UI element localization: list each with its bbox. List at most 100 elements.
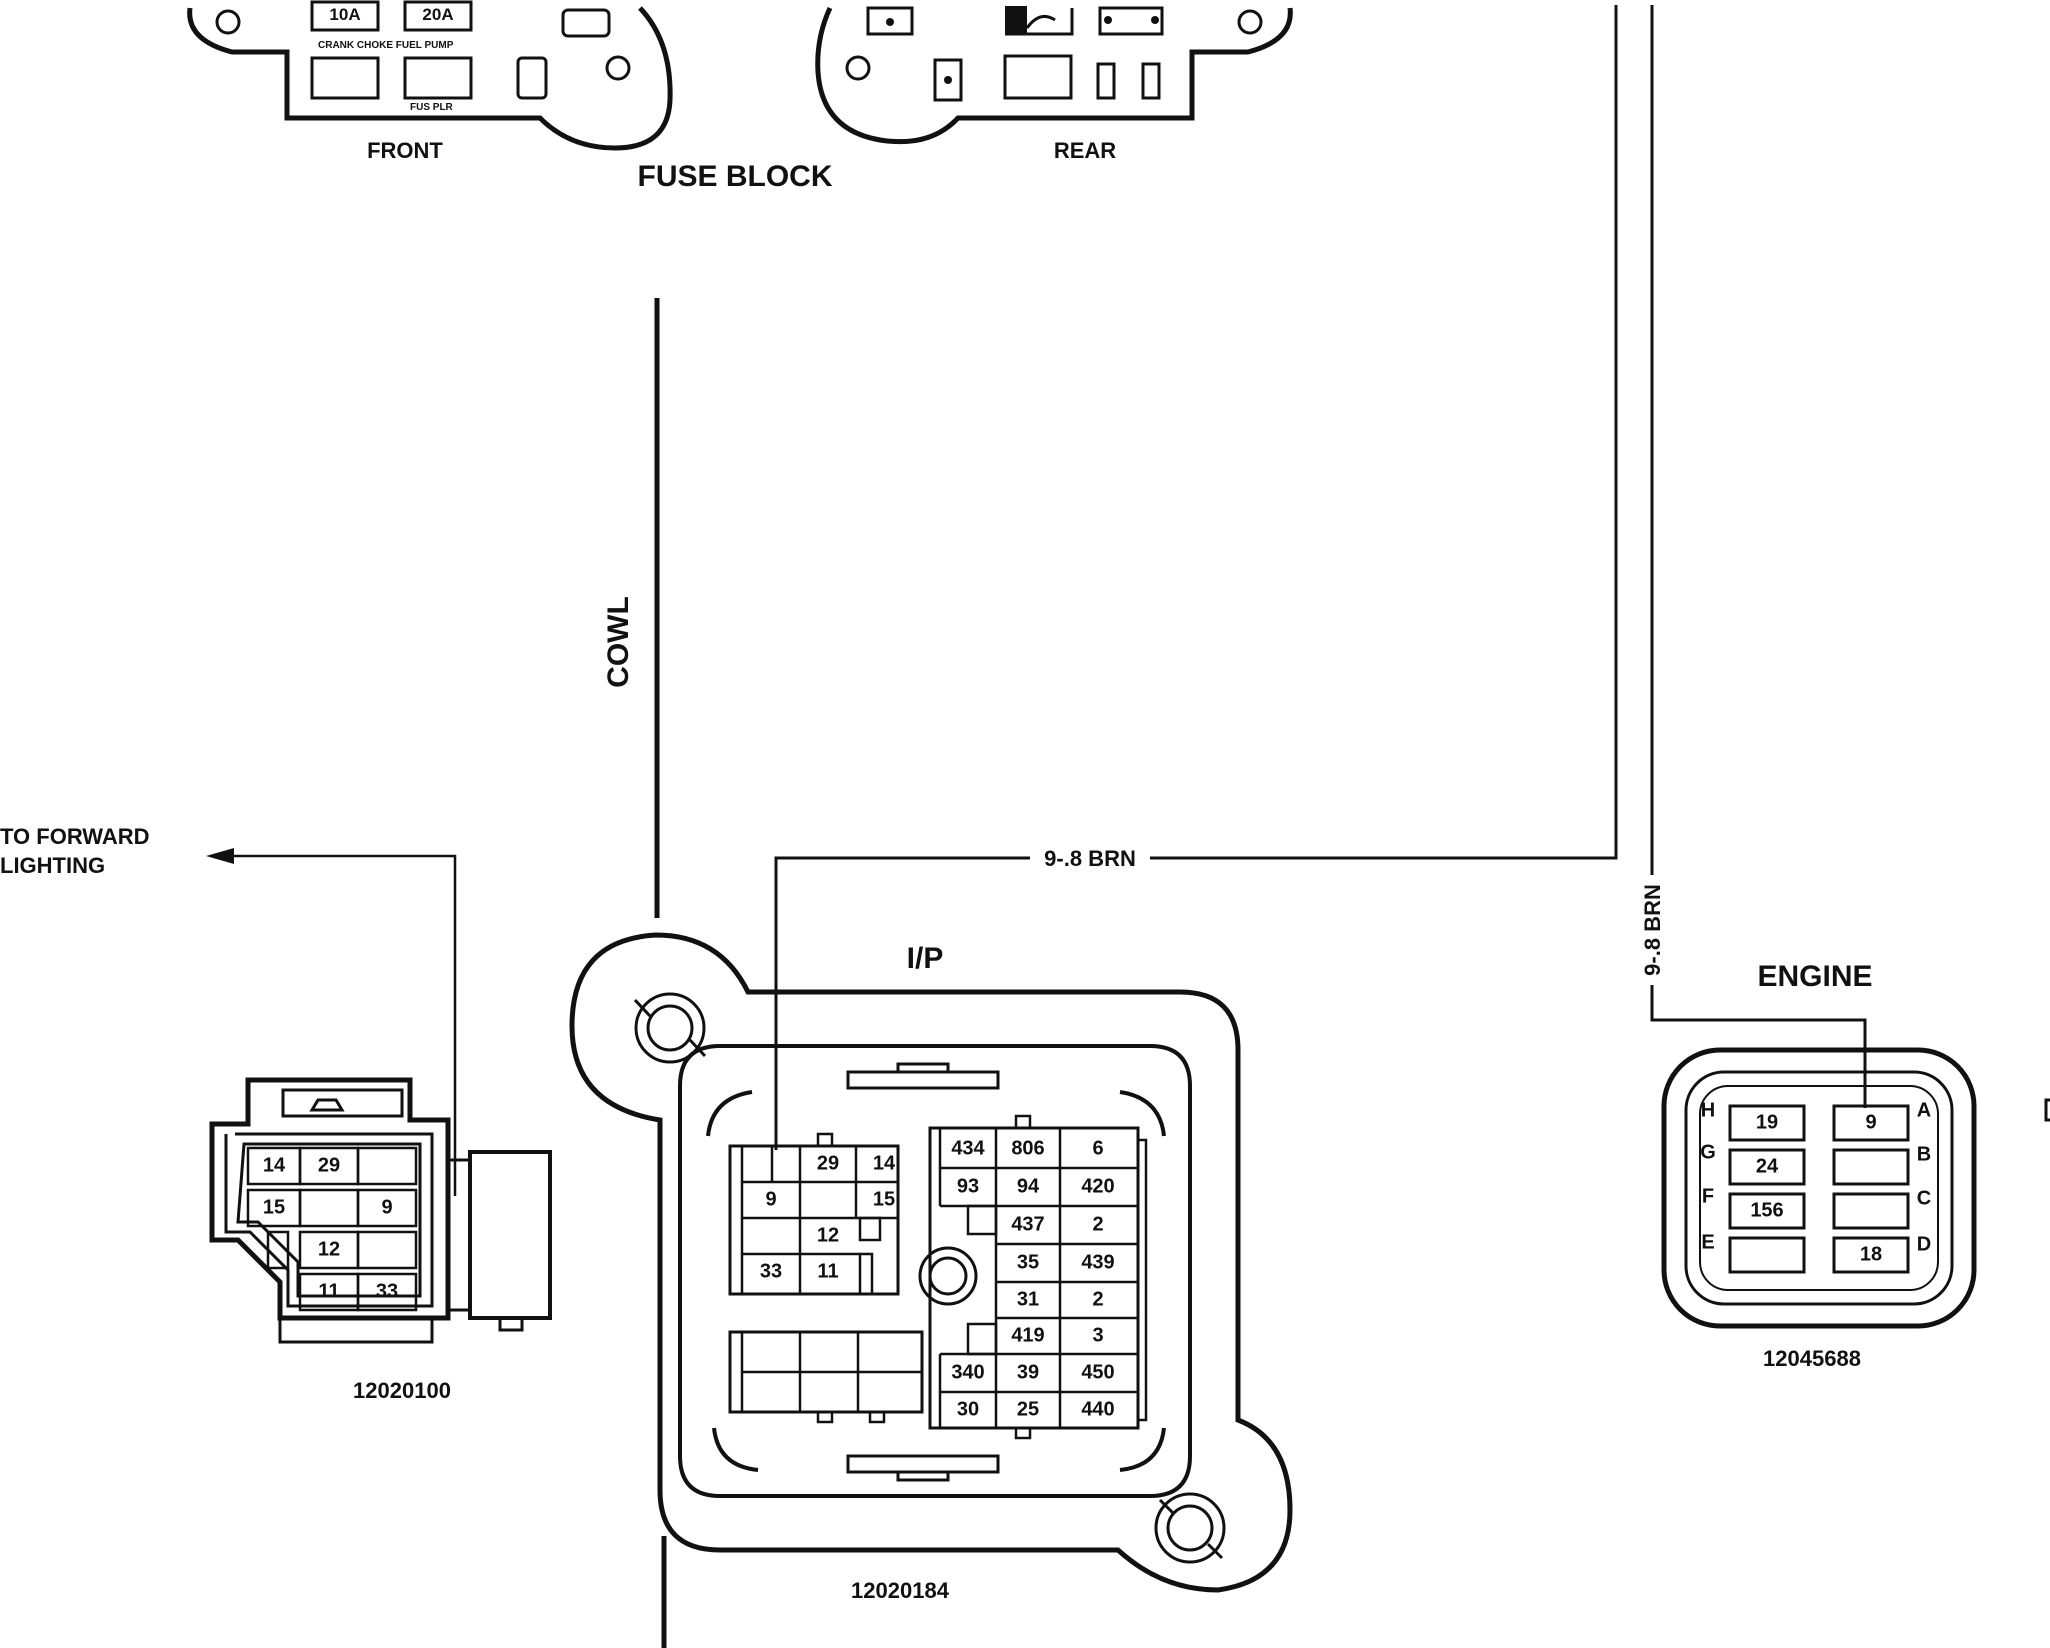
fuse-slot <box>1096 62 1116 100</box>
connector-12045688: H G F E A B C D 19 24 156 9 18 12045688 <box>1661 1047 1977 1371</box>
pin-label: 450 <box>1081 1361 1114 1383</box>
pin-label: 29 <box>318 1154 340 1176</box>
engine-label: ENGINE <box>1757 960 1872 993</box>
connector-body <box>468 1150 552 1320</box>
cavity-letter: B <box>1917 1143 1931 1165</box>
cavity-letter: D <box>1917 1233 1931 1255</box>
pin-label: 420 <box>1081 1175 1114 1197</box>
fuse-block-title: FUSE BLOCK <box>638 160 833 193</box>
fuse-slot <box>1141 62 1161 100</box>
connector-body <box>1661 1047 1977 1329</box>
pin-label: 11 <box>817 1260 838 1282</box>
wire-9-brn-ip <box>1150 5 1618 860</box>
part-number-12045688: 12045688 <box>1763 1346 1861 1371</box>
connector-neck <box>446 1158 472 1312</box>
fuse-20a-label: 20A <box>422 5 453 24</box>
pin-label: 434 <box>951 1137 985 1159</box>
pin-label: 3 <box>1092 1324 1103 1346</box>
relay-slot <box>1098 6 1164 36</box>
front-label: FRONT <box>367 138 443 163</box>
pin-label: 9 <box>1865 1111 1876 1133</box>
mount-hole <box>605 55 631 81</box>
pin-label: 33 <box>376 1280 398 1302</box>
mount-hole <box>845 55 871 81</box>
fuse-slot <box>310 56 380 100</box>
mount-hole <box>215 9 241 35</box>
pin-label: 15 <box>263 1196 285 1218</box>
connector-12020100: 14 29 15 9 12 11 33 12020100 <box>209 1077 552 1403</box>
pin-label: 94 <box>1017 1175 1040 1197</box>
pin-label: 30 <box>957 1398 979 1420</box>
pin-label: 439 <box>1081 1251 1114 1273</box>
pin-label: 156 <box>1750 1199 1783 1221</box>
pin-label: 12 <box>318 1238 340 1260</box>
pin-label: 2 <box>1092 1288 1103 1310</box>
fuse-block-front: 10A 20A CRANK CHOKE FUEL PUMP FUS PLR FR… <box>187 0 673 163</box>
pin-label: 9 <box>381 1196 392 1218</box>
terminal-dot <box>1104 16 1112 24</box>
terminal-dot <box>1151 16 1159 24</box>
forward-lighting-line1: TO FORWARD <box>0 824 150 849</box>
cavity-letter: G <box>1700 1141 1716 1163</box>
pin-label: 31 <box>1017 1288 1039 1310</box>
part-number-12020184: 12020184 <box>851 1578 950 1603</box>
pin-label: 440 <box>1081 1398 1114 1420</box>
pin-label: 24 <box>1756 1155 1779 1177</box>
latch <box>846 1070 1000 1090</box>
pin-label: 33 <box>760 1260 782 1282</box>
relay-slot <box>561 8 611 38</box>
cavity-letter: A <box>1917 1099 1931 1121</box>
wire-label-ip: 9-.8 BRN <box>1044 846 1136 871</box>
cavity-letter: F <box>1702 1185 1714 1207</box>
latch-tab <box>498 1316 524 1332</box>
relay-slot <box>866 6 914 36</box>
wires <box>206 5 1867 1648</box>
flasher-block <box>1005 6 1027 34</box>
forward-lighting-line2: LIGHTING <box>0 853 105 878</box>
pin-label: 93 <box>957 1175 979 1197</box>
connector-12020184: 29 14 9 15 12 33 11 <box>569 932 1293 1603</box>
terminal-dot <box>944 76 952 84</box>
cavity-letter: H <box>1701 1099 1715 1121</box>
pin-label: 12 <box>817 1224 839 1246</box>
pin-label: 437 <box>1011 1213 1044 1235</box>
terminal-dot <box>886 18 894 26</box>
fuse-slot <box>1003 54 1073 100</box>
pin-label: 18 <box>1860 1243 1882 1265</box>
fuse-caption-top: CRANK CHOKE FUEL PUMP <box>318 40 454 51</box>
pin-label: 9 <box>765 1188 776 1210</box>
fuse-slot <box>310 0 380 32</box>
relay-slot <box>933 58 963 102</box>
latch <box>278 1316 434 1344</box>
pin-label: 39 <box>1017 1361 1039 1383</box>
cowl-label: COWL <box>602 596 635 688</box>
cavity-letter: C <box>1917 1187 1931 1209</box>
pin-label: 6 <box>1092 1137 1103 1159</box>
fuse-slot <box>403 0 473 32</box>
rear-label: REAR <box>1054 138 1116 163</box>
wire-9-brn-engine-drop <box>1650 985 1867 1108</box>
pin-label: 14 <box>873 1152 896 1174</box>
pin-label: 11 <box>318 1280 339 1302</box>
pin-label: 25 <box>1017 1398 1039 1420</box>
wire-forward-lighting <box>222 854 457 1196</box>
pin-label: 19 <box>1756 1111 1778 1133</box>
mount-hole <box>1237 9 1263 35</box>
left-pin-block: 29 14 9 15 12 33 11 <box>728 1132 900 1296</box>
arrow-left-icon <box>206 848 234 864</box>
pin-label: 2 <box>1092 1213 1103 1235</box>
fuse-block-rear: REAR <box>815 6 1293 163</box>
relay-slot <box>516 56 548 100</box>
pin-label: 806 <box>1011 1137 1044 1159</box>
center-post <box>918 1246 978 1306</box>
wire-9-brn-ip-drop <box>774 856 1030 1150</box>
latch <box>846 1454 1000 1474</box>
pin-label: 419 <box>1011 1324 1044 1346</box>
pin-label: 15 <box>873 1188 895 1210</box>
fuse-10a-label: 10A <box>329 5 360 24</box>
fuse-slot <box>403 56 473 100</box>
wire-label-engine: 9-.8 BRN <box>1640 884 1665 976</box>
pin-label: 340 <box>951 1361 984 1383</box>
fuse-caption-bottom: FUS PLR <box>410 102 454 113</box>
